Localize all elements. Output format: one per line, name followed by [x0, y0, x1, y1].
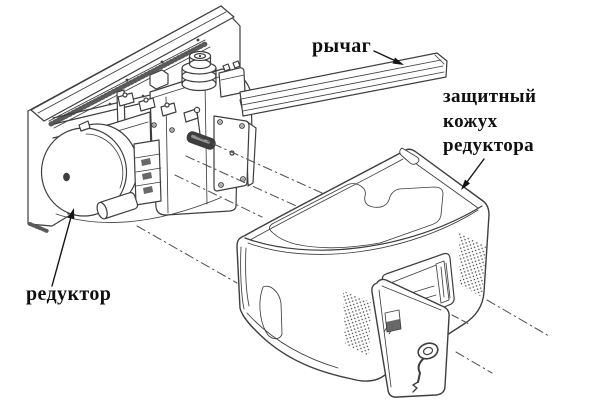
lever-arrow	[373, 50, 404, 65]
projection-lines-right	[451, 299, 550, 374]
protective-casing	[236, 147, 490, 382]
casing-door	[371, 278, 450, 398]
protective-casing-label: защитный кожух редуктора	[443, 85, 536, 159]
reducer-drum	[40, 120, 139, 217]
reducer-label: редуктор	[26, 283, 112, 305]
casing-label-line2: кожух	[443, 110, 498, 132]
pulley-stack	[181, 50, 217, 92]
door-plate	[384, 309, 402, 333]
vent-grille-front	[343, 291, 371, 356]
drum-center-dot	[63, 172, 70, 182]
terminal-strip	[133, 139, 162, 206]
panel-bracket	[149, 69, 169, 90]
solenoid-block	[218, 60, 246, 98]
lever-bar	[239, 52, 448, 117]
vent-grille-right	[459, 233, 486, 297]
foot-cylinder	[96, 192, 139, 220]
reducer-arrow	[51, 208, 75, 287]
top-inset	[269, 183, 444, 249]
key-icon	[412, 342, 439, 393]
rim-tab	[399, 147, 420, 165]
casing-label-line1: защитный	[443, 86, 537, 107]
lever-label: рычаг	[312, 35, 372, 57]
top-fittings	[117, 92, 199, 138]
projection-lines	[136, 135, 323, 284]
casing-arrow	[461, 158, 485, 190]
slotted-rail	[48, 40, 210, 127]
handle-lever	[186, 106, 216, 150]
casing-label-line3: редуктора	[443, 135, 535, 156]
